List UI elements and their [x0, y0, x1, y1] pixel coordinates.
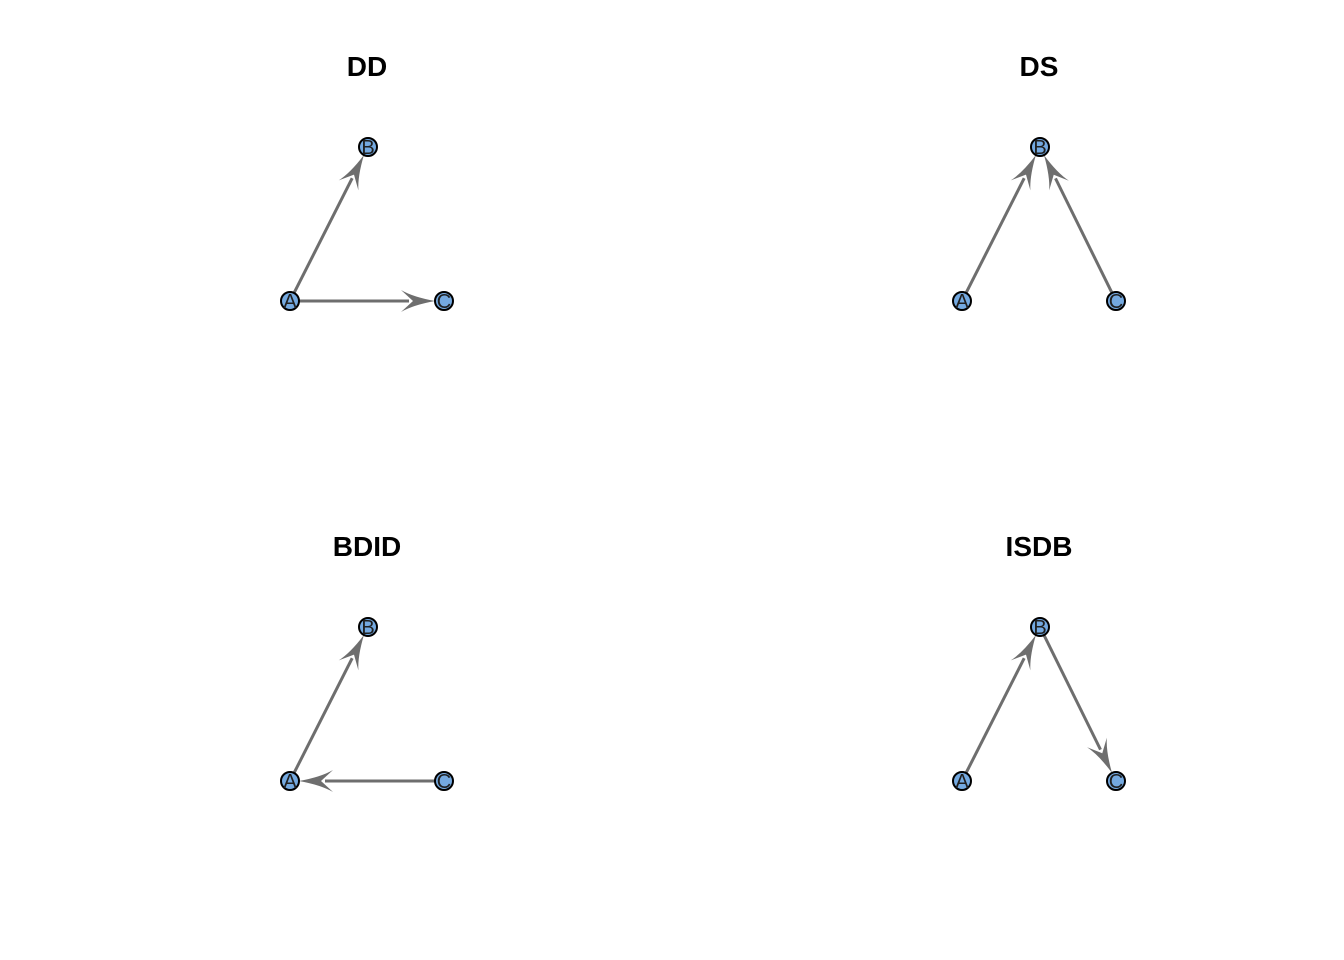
arrowhead-b-c — [1087, 737, 1113, 773]
arrowhead-a-c — [401, 290, 435, 312]
node-b — [1030, 617, 1050, 637]
panel-ds: DS A B C — [952, 51, 1126, 313]
node-label-a: A — [955, 291, 969, 313]
node-group: A B C — [280, 617, 454, 793]
node-c — [1106, 291, 1126, 311]
node-label-a: A — [283, 771, 297, 793]
edge-a-b — [964, 177, 1026, 294]
node-c — [434, 771, 454, 791]
node-group: A B C — [952, 617, 1126, 793]
node-a — [952, 291, 972, 311]
node-label-c: C — [437, 291, 451, 313]
node-a — [952, 771, 972, 791]
node-b — [358, 617, 378, 637]
arrowhead-a-b — [1010, 155, 1036, 191]
arrowhead-a-b — [338, 155, 364, 191]
node-a — [280, 291, 300, 311]
panel-dd: DD A B C — [280, 51, 454, 313]
node-b — [1030, 137, 1050, 157]
node-c — [434, 291, 454, 311]
panel-title: BDID — [333, 531, 401, 562]
node-label-c: C — [1109, 291, 1123, 313]
edge-group — [292, 155, 435, 312]
node-label-b: B — [1033, 137, 1046, 159]
panel-title: DS — [1020, 51, 1059, 82]
edge-a-b — [292, 177, 354, 294]
panel-title: ISDB — [1006, 531, 1073, 562]
node-label-a: A — [283, 291, 297, 313]
edge-b-c — [1042, 634, 1102, 751]
edge-a-b — [964, 657, 1026, 774]
node-label-b: B — [361, 137, 374, 159]
node-label-c: C — [1109, 771, 1123, 793]
panel-bdid: BDID A B C — [280, 531, 454, 793]
node-c — [1106, 771, 1126, 791]
node-a — [280, 771, 300, 791]
arrowhead-a-b — [1010, 635, 1036, 671]
node-label-b: B — [1033, 617, 1046, 639]
edge-group — [964, 155, 1114, 294]
panel-title: DD — [347, 51, 387, 82]
node-label-a: A — [955, 771, 969, 793]
arrowhead-c-a — [299, 770, 333, 792]
panel-isdb: ISDB A B C — [952, 531, 1126, 793]
node-group: A B C — [952, 137, 1126, 313]
edge-c-b — [1054, 177, 1114, 294]
node-label-b: B — [361, 617, 374, 639]
edge-group — [964, 634, 1113, 774]
edge-a-b — [292, 657, 354, 774]
node-group: A B C — [280, 137, 454, 313]
arrowhead-a-b — [338, 635, 364, 671]
edge-group — [292, 635, 435, 792]
arrowhead-c-b — [1043, 155, 1069, 191]
node-b — [358, 137, 378, 157]
node-label-c: C — [437, 771, 451, 793]
